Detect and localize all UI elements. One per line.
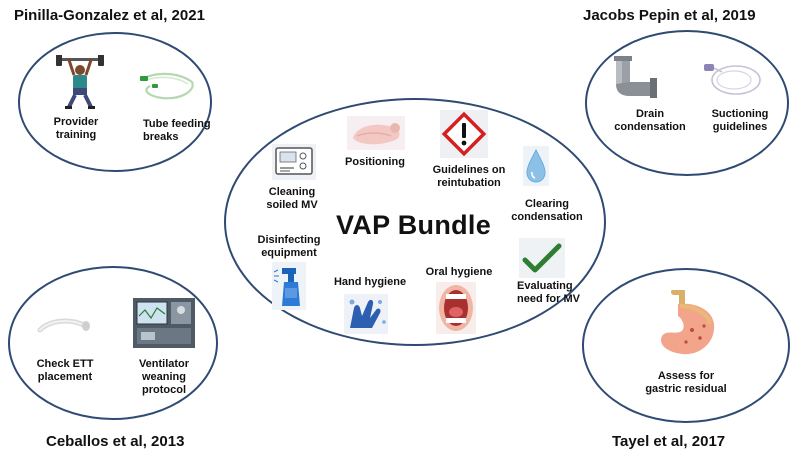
suctioning-guidelines-label: Suctioning guidelines [711,108,769,133]
ring-bottom-right [582,268,790,423]
feeding-tube-icon [138,70,198,104]
weightlifter-icon [55,55,105,110]
ventilator-machine-icon [133,298,195,348]
evaluating-need-label: Evaluating need for MV [517,280,580,305]
citation-top-left: Pinilla-Gonzalez et al, 2021 [14,7,205,24]
citation-top-right: Jacobs Pepin et al, 2019 [583,7,756,24]
citation-bottom-right: Tayel et al, 2017 [612,433,726,450]
reintubation-label: Guidelines on reintubation [432,164,506,189]
tube-feeding-label: Tube feeding breaks [143,118,211,143]
checkmark-icon [519,238,565,278]
gastric-residual-label: Assess for gastric residual [645,370,727,395]
hand-hygiene-label: Hand hygiene [333,276,407,288]
ring-top-right [585,30,789,176]
positioning-label: Positioning [345,156,405,168]
drain-pipe-icon [608,54,658,98]
disinfecting-equipment-label: Disinfecting equipment [257,234,321,259]
endotracheal-tube-icon [36,312,92,338]
provider-training-label: Provider training [53,116,99,141]
citation-bottom-left: Ceballos et al, 2013 [46,433,185,450]
ventilator-monitor-icon [272,144,316,180]
ring-center [224,98,606,346]
mouth-icon [436,282,476,334]
stomach-icon [652,290,722,360]
ventilator-weaning-label: Ventilator weaning protocol [138,358,190,396]
suction-catheter-icon [700,58,762,98]
check-ett-label: Check ETT placement [36,358,94,383]
hand-washing-icon [344,294,388,334]
water-drop-icon [523,146,549,186]
drain-condensation-label: Drain condensation [614,108,686,133]
ring-top-left [18,32,212,172]
warning-diamond-icon [440,110,488,158]
center-title: VAP Bundle [336,210,492,240]
oral-hygiene-label: Oral hygiene [425,266,493,278]
spray-bottle-icon [272,262,306,310]
cleaning-soiled-mv-label: Cleaning soiled MV [266,186,318,211]
patient-positioning-icon [347,116,405,150]
ring-bottom-left [8,266,218,420]
clearing-condensation-label: Clearing condensation [511,198,583,223]
